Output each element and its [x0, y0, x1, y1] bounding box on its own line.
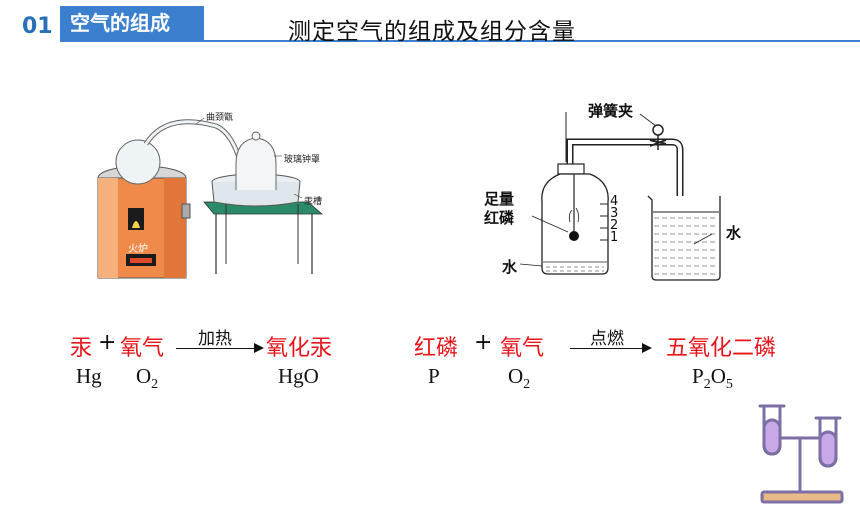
water-label-beaker: 水: [726, 224, 742, 242]
oxygen-formula: O2: [508, 364, 531, 393]
mercury-oxide-formula: HgO: [278, 364, 319, 388]
phosphorus-experiment-diagram: [480, 92, 740, 282]
header-divider: [60, 40, 860, 42]
phosphorus-pentoxide-word: 五氧化二磷: [666, 336, 777, 361]
ignition-condition: 点燃: [590, 329, 624, 349]
red-phosphorus-word: 红磷: [414, 336, 459, 361]
oxygen-word: 氧气: [120, 336, 165, 361]
furnace-label: 火炉: [128, 244, 148, 255]
retort-label: 曲颈甑: [206, 113, 234, 123]
mercury-oxide-word: 氧化汞: [266, 336, 333, 361]
mercury-formula: Hg: [76, 364, 102, 388]
oxygen-word: 氧气: [500, 336, 545, 361]
scale-mark-3: 3: [610, 206, 619, 221]
phosphorus-pentoxide-formula: P2O5: [692, 364, 733, 393]
section-number: 01: [22, 14, 53, 39]
bell-jar-label: 玻璃钟罩: [284, 155, 321, 165]
mercury-word: 汞: [70, 336, 93, 361]
red-phosphorus-label: 红磷: [484, 209, 515, 227]
test-tube-rack-icon: [752, 402, 852, 508]
water-label-bottle: 水: [502, 258, 518, 276]
arrow-head-icon: [642, 343, 652, 353]
mercury-trough-label: 汞槽: [304, 197, 323, 207]
scale-mark-1: 1: [610, 230, 619, 245]
reaction-arrow: [176, 348, 256, 349]
phosphorus-formula: P: [428, 364, 440, 388]
page-title: 测定空气的组成及组分含量: [288, 19, 576, 45]
scale-mark-2: 2: [610, 218, 619, 233]
section-tag: 空气的组成: [60, 6, 204, 40]
lavoisier-apparatus-diagram: [86, 104, 336, 284]
arrow-head-icon: [254, 343, 264, 353]
reaction-arrow: [570, 348, 644, 349]
oxygen-formula: O2: [136, 364, 159, 393]
plus-sign: +: [98, 330, 117, 355]
spring-clamp-label: 弹簧夹: [588, 102, 634, 120]
scale-mark-4: 4: [610, 194, 619, 209]
heating-condition: 加热: [198, 329, 232, 349]
phosphorus-amount-label: 足量: [484, 190, 515, 208]
plus-sign: +: [474, 330, 493, 355]
